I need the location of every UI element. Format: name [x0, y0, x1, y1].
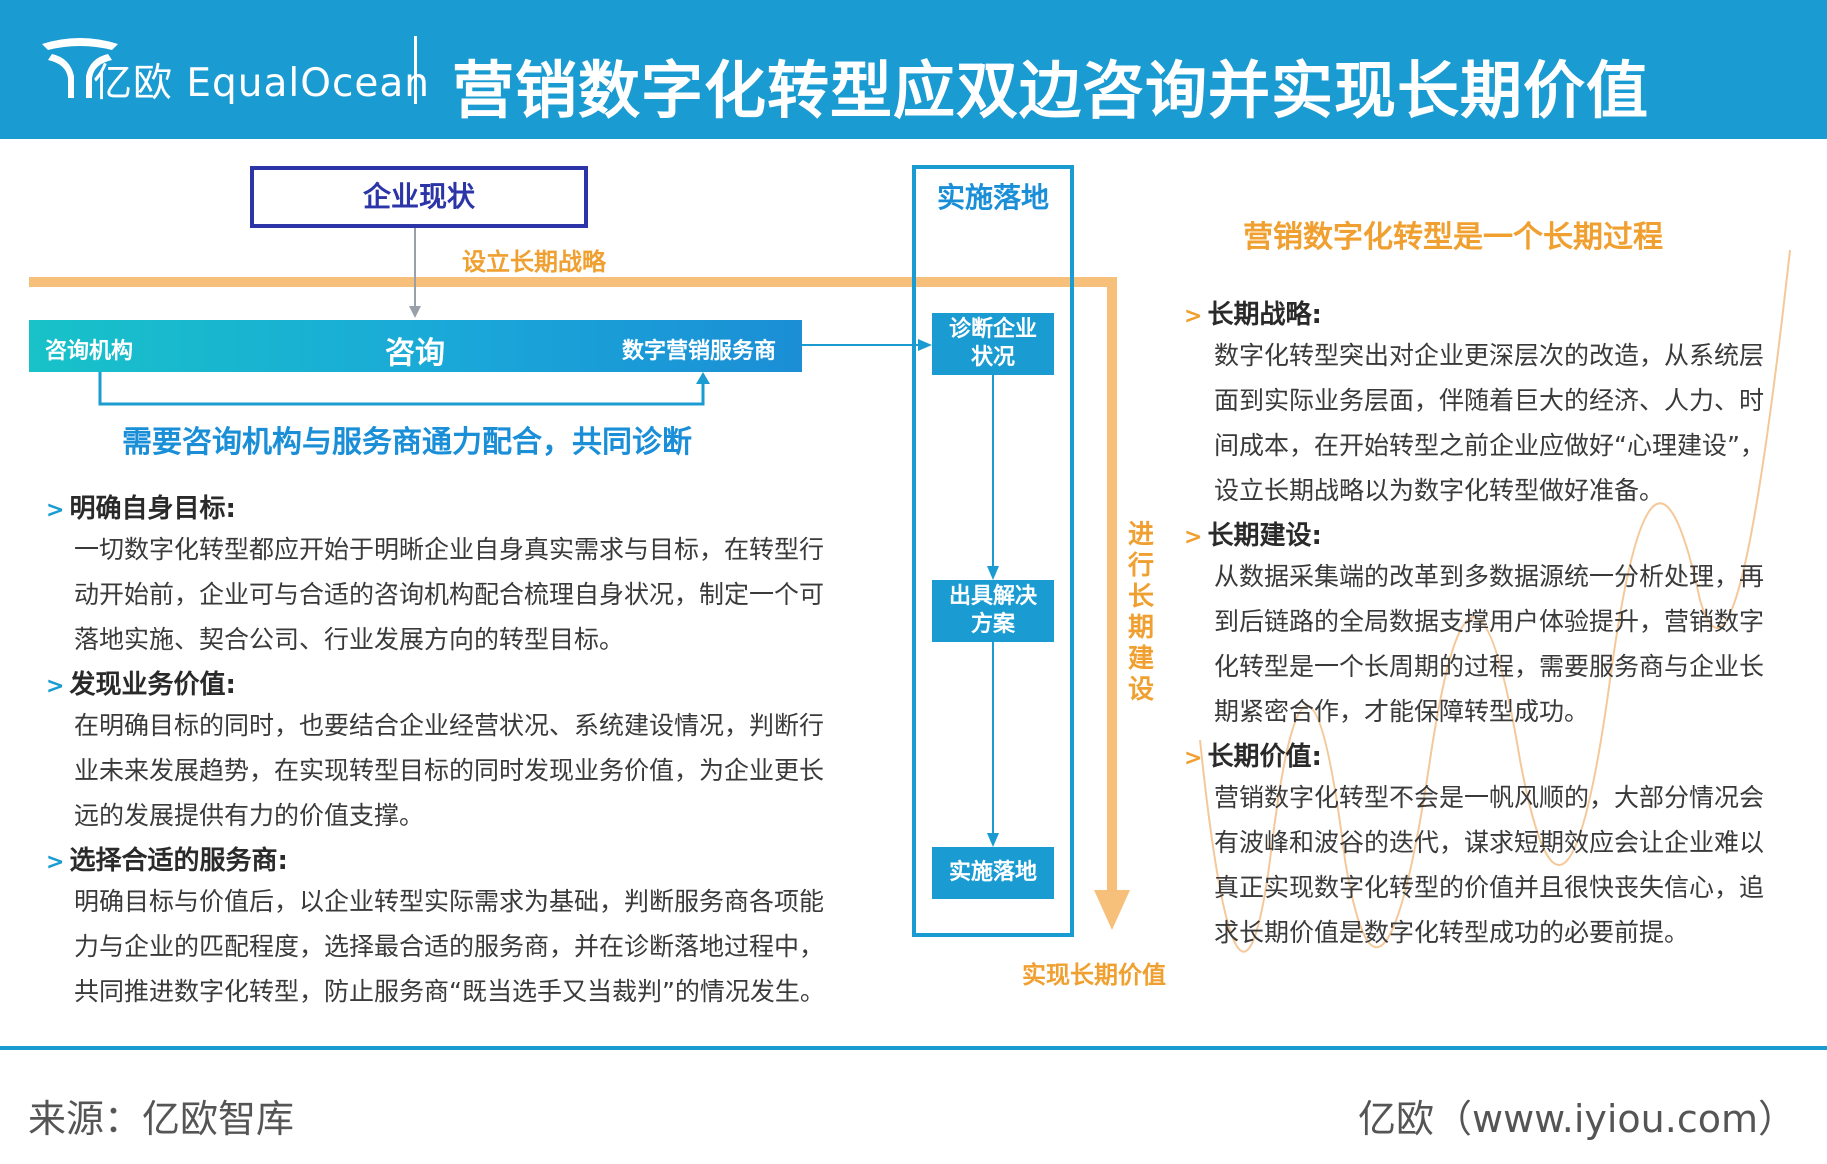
- section-line: 一切数字化转型都应开始于明晰企业自身真实需求与目标，在转型行: [74, 535, 825, 564]
- chevron-right-icon: >: [46, 498, 65, 523]
- section-line: 共同推进数字化转型，防止服务商“既当选手又当裁判”的情况发生。: [74, 977, 825, 1006]
- consult-label: 咨询: [385, 336, 445, 371]
- chevron-right-icon: >: [1184, 304, 1203, 329]
- footer-site: 亿欧（www.iyiou.com）: [1358, 1097, 1797, 1141]
- left-sections: > 明确自身目标: 一切数字化转型都应开始于明晰企业自身真实需求与目标，在转型行…: [46, 488, 846, 1014]
- cooperate-note: 需要咨询机构与服务商通力配合，共同诊断: [122, 425, 692, 460]
- page-title: 营销数字化转型应双边咨询并实现长期价值: [452, 54, 1650, 127]
- section-line: 动开始前，企业可与合适的咨询机构配合梳理自身状况，制定一个可: [74, 580, 825, 609]
- right-section-strategy: > 长期战略: 数字化转型突出对企业更深层次的改造，从系统层 面到实际业务层面，…: [1184, 294, 1804, 513]
- implement-frame-title: 实施落地: [936, 181, 1049, 214]
- section-line: 明确目标与价值后，以企业转型实际需求为基础，判断服务商各项能: [74, 887, 825, 916]
- cooperate-bracket: [98, 372, 705, 406]
- section-title: 发现业务价值:: [69, 670, 236, 700]
- section-line: 从数据采集端的改革到多数据源统一分析处理，再: [1214, 562, 1765, 591]
- diagram-connectors: [29, 224, 1791, 953]
- step-implement: 实施落地: [932, 847, 1054, 899]
- section-line: 到后链路的全局数据支撑用户体验提升，营销数字: [1214, 607, 1765, 636]
- step-diagnose-label: 诊断企业 状况: [948, 317, 1037, 370]
- section-line: 真正实现数字化转型的价值并且很快丧失信心，追: [1214, 873, 1765, 902]
- section-line: 化转型是一个长周期的过程，需要服务商与企业长: [1214, 652, 1765, 681]
- implement-frame: [912, 165, 1074, 937]
- section-title: 长期战略:: [1207, 300, 1322, 330]
- section-line: 有波峰和波谷的迭代，谋求短期效应会让企业难以: [1214, 828, 1765, 857]
- long-term-arrow-line: [29, 277, 1117, 890]
- footer-divider: [0, 1046, 1827, 1050]
- section-line: 数字化转型突出对企业更深层次的改造，从系统层: [1214, 341, 1765, 370]
- right-heading: 营销数字化转型是一个长期过程: [1243, 220, 1663, 255]
- section-line: 间成本，在开始转型之前企业应做好“心理建设”，: [1214, 431, 1765, 460]
- section-line: 落地实施、契合公司、行业发展方向的转型目标。: [74, 625, 625, 654]
- chevron-right-icon: >: [1184, 746, 1203, 771]
- section-title: 长期价值:: [1207, 742, 1322, 772]
- section-line: 业未来发展趋势，在实现转型目标的同时发现业务价值，为企业更长: [74, 756, 825, 785]
- section-line: 求长期价值是数字化转型成功的必要前提。: [1214, 918, 1690, 947]
- section-line: 在明确目标的同时，也要结合企业经营状况、系统建设情况，判断行: [74, 711, 825, 740]
- right-section-build: > 长期建设: 从数据采集端的改革到多数据源统一分析处理，再 到后链路的全局数据…: [1184, 515, 1804, 734]
- section-line: 面到实际业务层面，伴随着巨大的经济、人力、时: [1214, 386, 1765, 415]
- equalocean-logo-icon: [42, 38, 118, 98]
- section-line: 远的发展提供有力的价值支撑。: [74, 801, 425, 830]
- right-sections: > 长期战略: 数字化转型突出对企业更深层次的改造，从系统层 面到实际业务层面，…: [1184, 294, 1804, 955]
- footer-source: 来源：亿欧智库: [28, 1097, 295, 1141]
- consult-bar: [29, 320, 802, 372]
- section-line: 力与企业的匹配程度，选择最合适的服务商，并在诊断落地过程中，: [74, 932, 825, 961]
- step-implement-label: 实施落地: [948, 860, 1037, 885]
- chevron-right-icon: >: [1184, 525, 1203, 550]
- chevron-right-icon: >: [46, 674, 65, 699]
- service-provider-label: 数字营销服务商: [622, 339, 777, 364]
- long-term-arrow-head: [1094, 890, 1130, 930]
- chevron-right-icon: >: [46, 850, 65, 875]
- right-section-value: > 长期价值: 营销数字化转型不会是一帆风顺的，大部分情况会 有波峰和波谷的迭代…: [1184, 736, 1804, 955]
- left-section-goal: > 明确自身目标: 一切数字化转型都应开始于明晰企业自身真实需求与目标，在转型行…: [46, 488, 846, 662]
- section-title: 长期建设:: [1207, 521, 1322, 551]
- long-build-vertical-label: 进行长期建设: [1127, 520, 1154, 705]
- header-divider: [414, 36, 417, 104]
- section-line: 期紧密合作，才能保障转型成功。: [1214, 697, 1590, 726]
- set-strategy-label: 设立长期战略: [462, 248, 606, 276]
- section-line: 设立长期战略以为数字化转型做好准备。: [1214, 476, 1665, 505]
- step-diagnose: 诊断企业 状况: [932, 313, 1054, 375]
- step-solution: 出具解决 方案: [932, 580, 1054, 642]
- header-banner: [0, 0, 1827, 139]
- section-title: 选择合适的服务商:: [69, 846, 288, 876]
- consulting-agency-label: 咨询机构: [45, 339, 134, 364]
- logo-text: 亿欧 EqualOcean: [93, 61, 430, 106]
- left-section-provider: > 选择合适的服务商: 明确目标与价值后，以企业转型实际需求为基础，判断服务商各…: [46, 840, 846, 1014]
- section-line: 营销数字化转型不会是一帆风顺的，大部分情况会: [1214, 783, 1765, 812]
- section-title: 明确自身目标:: [69, 494, 236, 524]
- step-solution-label: 出具解决 方案: [948, 584, 1037, 637]
- realize-value-label: 实现长期价值: [1022, 961, 1166, 989]
- company-status-box: 企业现状: [250, 166, 588, 228]
- decorative-wave: [1199, 249, 1791, 953]
- left-section-value: > 发现业务价值: 在明确目标的同时，也要结合企业经营状况、系统建设情况，判断行…: [46, 664, 846, 838]
